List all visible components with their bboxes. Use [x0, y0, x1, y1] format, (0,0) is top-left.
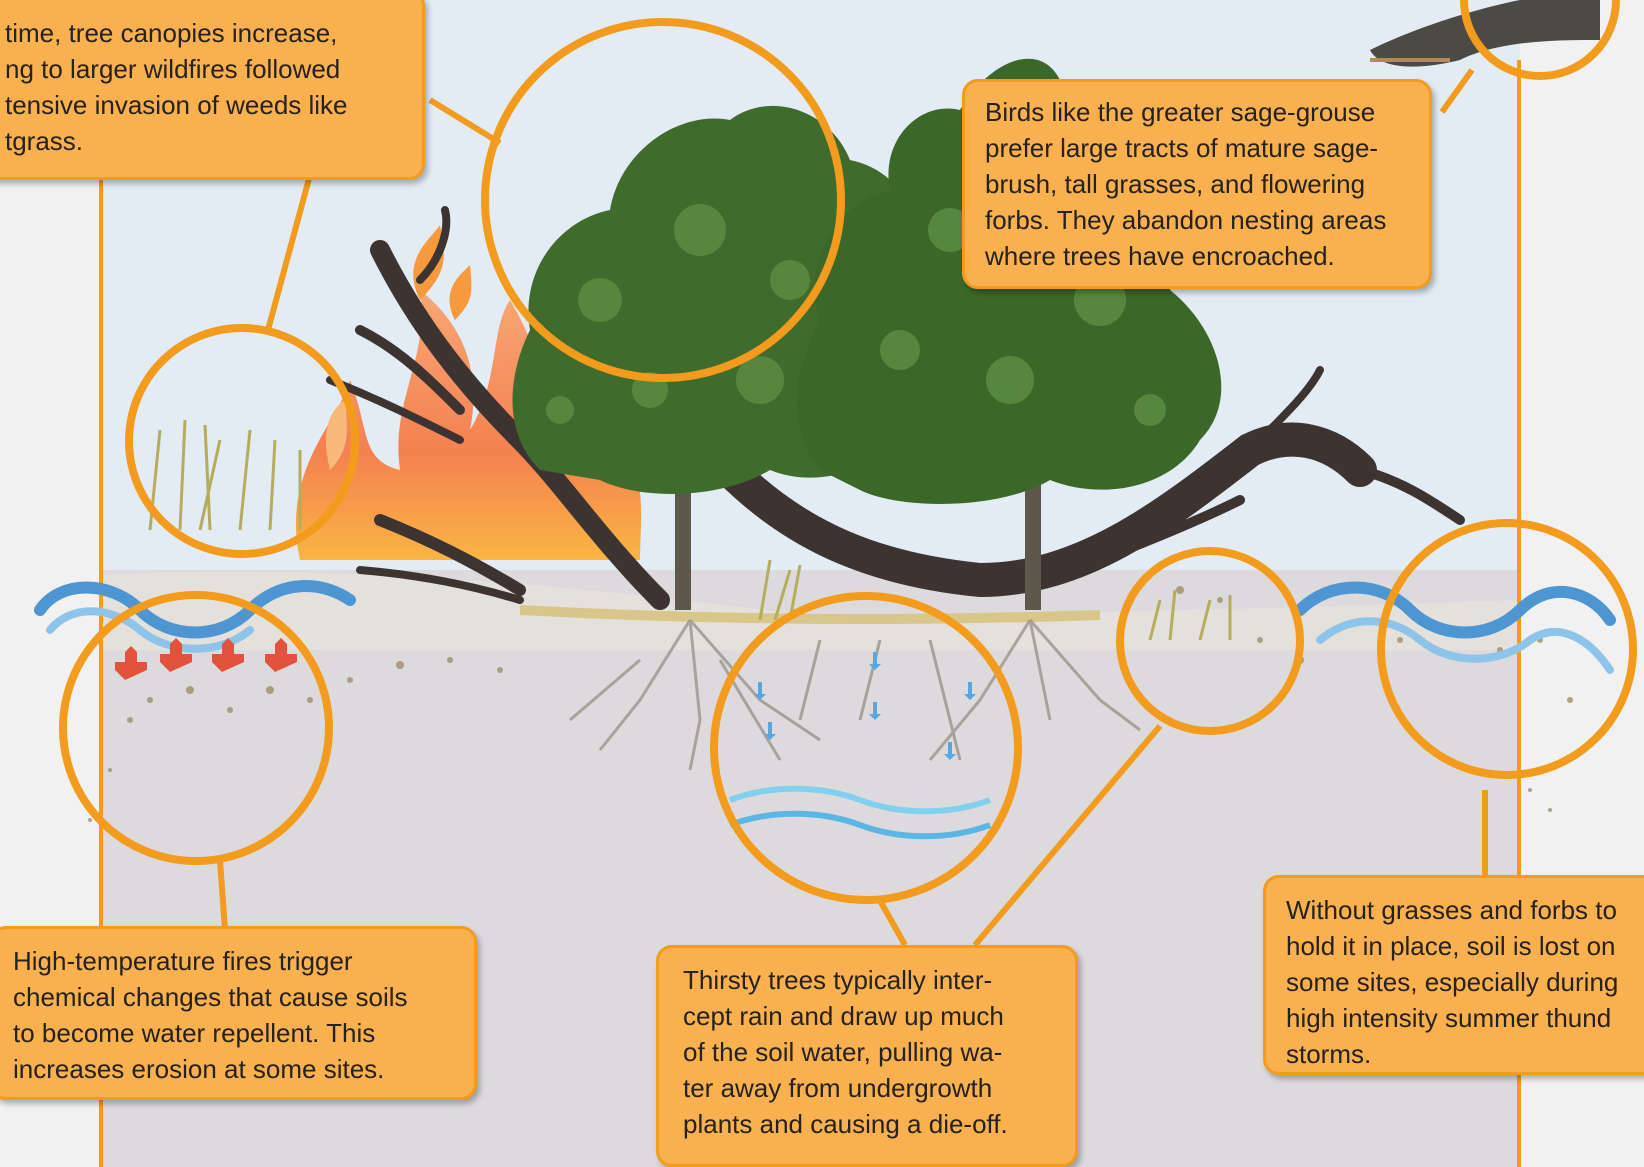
callout-sage-grouse: Birds like the greater sage-grouse prefe… [962, 79, 1432, 289]
callout-soil-loss: Without grasses and forbs to hold it in … [1263, 875, 1644, 1075]
callout-thirsty-trees: Thirsty trees typically inter- cept rain… [656, 945, 1078, 1167]
callout-water-repellent: High-temperature fires trigger chemical … [0, 926, 477, 1100]
callout-canopy-fire: time, tree canopies increase, ng to larg… [0, 0, 425, 180]
